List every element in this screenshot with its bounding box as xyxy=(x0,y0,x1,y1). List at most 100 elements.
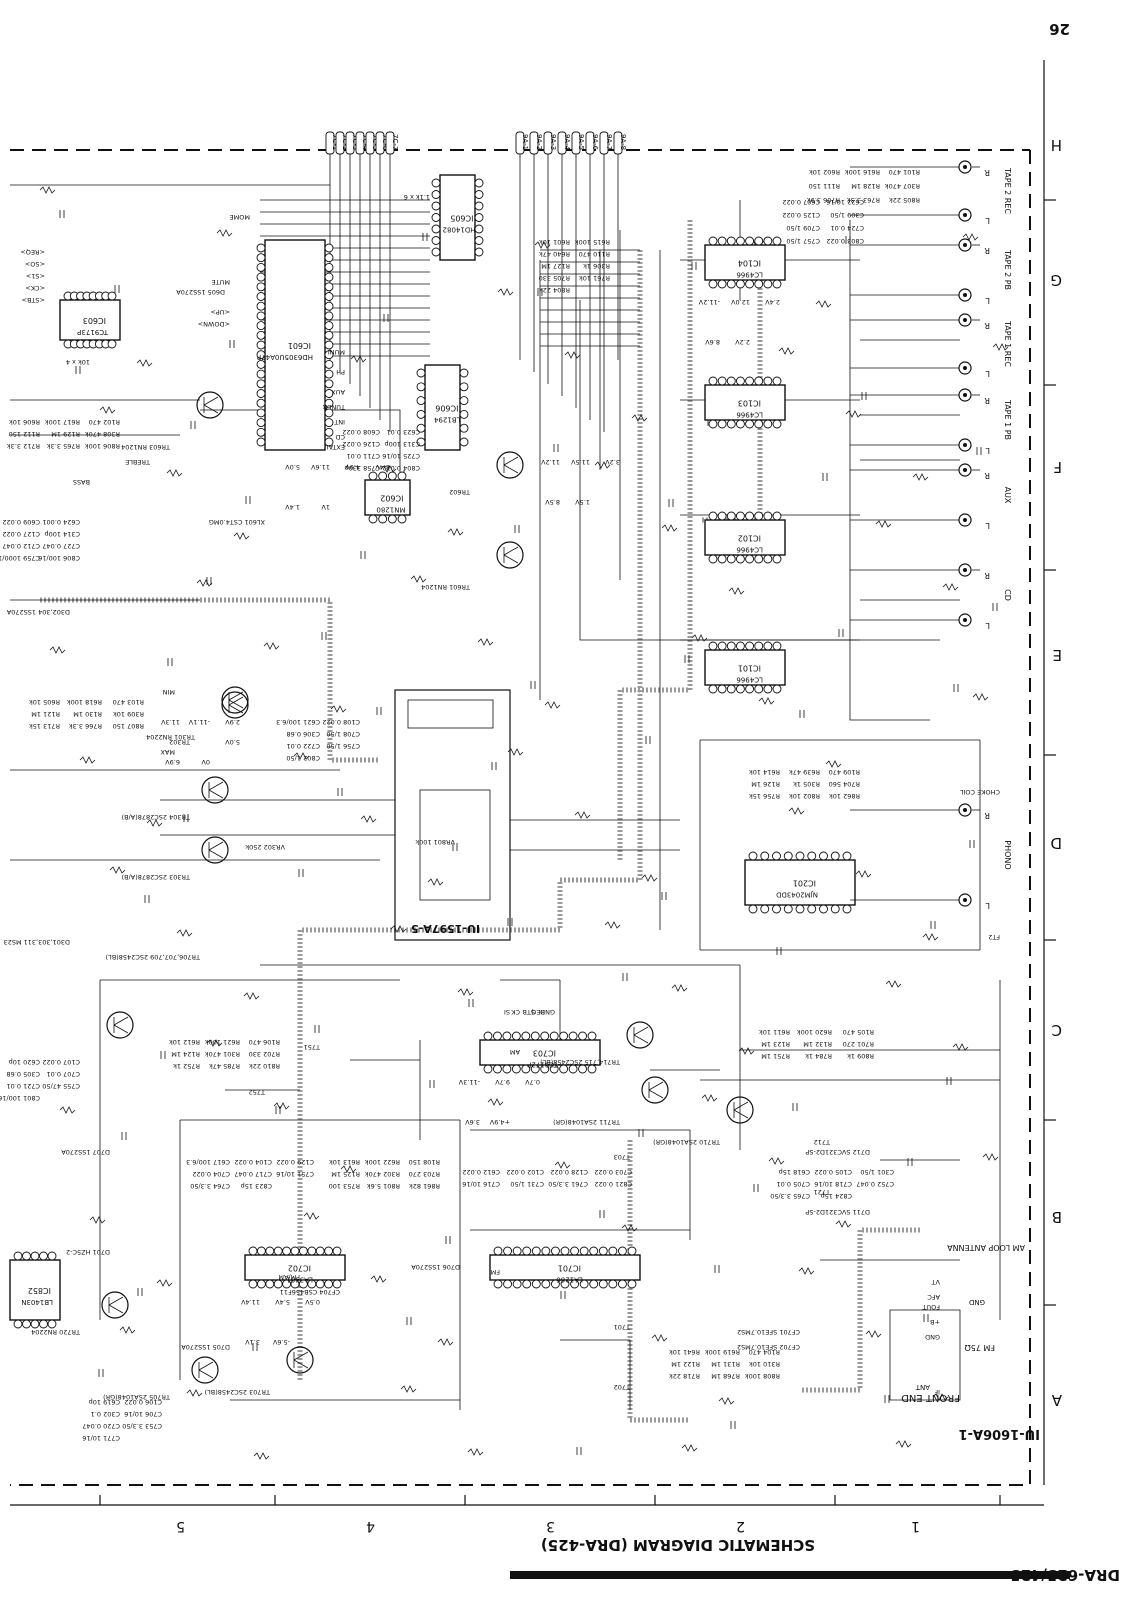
sub-board-outline xyxy=(394,689,511,941)
ic-pin xyxy=(726,279,736,289)
ic-pin xyxy=(819,851,828,861)
component-label-group: C755 47/50 xyxy=(42,1082,80,1090)
component-label-group: STB xyxy=(522,1008,535,1016)
ic-pin xyxy=(256,389,266,398)
component-label-group: <STB> xyxy=(22,296,45,304)
component-label-group: R128 1M xyxy=(851,182,880,190)
ic-pin xyxy=(324,1246,334,1256)
component-label: C711 0.01 xyxy=(347,452,380,460)
component-label: R761 10k xyxy=(579,274,610,282)
ic-pin xyxy=(511,1064,521,1074)
capacitor-symbol xyxy=(553,444,559,452)
component-label-group: C716 10/16 xyxy=(462,1180,500,1188)
component-label-group: C720 0.047 xyxy=(82,1422,120,1430)
resistor-symbol xyxy=(380,465,397,473)
resistor-symbol xyxy=(196,579,213,587)
ic-name: IC201 xyxy=(793,879,816,888)
component-label: 1.1k x 6 xyxy=(404,193,430,201)
transistor-leads xyxy=(208,841,224,859)
rca-jack-center xyxy=(963,165,967,169)
component-label-group: C127 0.022 xyxy=(2,530,40,538)
component-label: R713 15k xyxy=(29,722,60,730)
component-label: 9.7V xyxy=(495,1078,510,1086)
resistor-symbol xyxy=(350,355,367,363)
component-label: C765 3.3/50 xyxy=(770,1192,810,1200)
antenna-gnd-group: GND xyxy=(969,1298,985,1306)
ic-pin xyxy=(726,376,736,386)
component-label: R122 1M xyxy=(671,1360,700,1368)
rca-channel-label-group: R xyxy=(984,811,990,820)
ic-pin xyxy=(474,213,484,222)
component-label: C806 100/16 xyxy=(38,554,80,562)
resistor-symbol xyxy=(728,587,745,595)
ic-pin xyxy=(324,359,334,369)
component-label-group: C301 1/50 xyxy=(860,1168,894,1176)
component-label: <REQ> xyxy=(20,248,45,256)
component-label: C717 0.047 xyxy=(234,1170,272,1178)
component-label-group: R309 10k xyxy=(113,710,144,718)
ic-pin xyxy=(763,236,773,246)
component-label: C758 330p xyxy=(344,464,380,472)
component-label: 8.6V xyxy=(705,338,720,346)
component-label-group: R620 100k xyxy=(797,1028,832,1036)
component-label-group: MUNI xyxy=(328,348,345,356)
rca-channel-label-group: L xyxy=(985,521,990,530)
ic-part: HD14082 xyxy=(443,226,476,234)
capacitor-symbol xyxy=(114,285,120,293)
resistor-symbol xyxy=(89,1216,106,1224)
capacitor-symbol xyxy=(799,710,805,718)
bus-label: 7C-1 xyxy=(331,134,339,150)
component-label-group: R751 1M xyxy=(761,1052,790,1060)
component-label: R718 22k xyxy=(669,1372,700,1380)
component-label: T701 xyxy=(614,1323,631,1331)
ic-pin xyxy=(763,554,773,564)
ic-name: IC702 xyxy=(288,1264,311,1273)
ic-part: LC4966 xyxy=(736,676,763,684)
ic-pin xyxy=(568,1064,578,1074)
component-label-group: D712 SVC321D2-SP xyxy=(805,1148,870,1156)
input-label: PHONO xyxy=(1003,840,1012,869)
capacitor-symbol xyxy=(422,233,428,241)
row-letter-c-group: C xyxy=(1052,1021,1062,1039)
resistor-symbol xyxy=(534,241,551,249)
component-label: MUTE xyxy=(212,278,230,286)
component-label: R121 1M xyxy=(31,710,60,718)
component-label: R641 10k xyxy=(669,1348,700,1356)
component-label-group: R718 22k xyxy=(669,1372,700,1380)
component-label: <SO> xyxy=(25,260,45,268)
ic-pin xyxy=(431,213,441,222)
component-label: MIN xyxy=(162,688,175,696)
component-label-group: T751 xyxy=(304,1043,321,1051)
component-label: TUNER xyxy=(322,403,346,411)
component-label-group: MOME xyxy=(230,213,250,221)
column-number-2: 2 xyxy=(736,1518,745,1534)
ic-pin xyxy=(282,1246,292,1256)
ic-pin xyxy=(298,1246,308,1256)
rca-jack-center xyxy=(963,293,967,297)
ic-part-group: TC9172P xyxy=(527,1061,559,1069)
ic-pin xyxy=(735,511,745,521)
component-label: C102 0.022 xyxy=(506,1168,544,1176)
component-label: VR801 100k xyxy=(415,838,455,846)
component-label: R621 100k xyxy=(205,1038,240,1046)
resistor-symbol xyxy=(330,705,347,713)
ic-ic605 xyxy=(439,174,476,261)
model-name: DRA-625/425 xyxy=(1010,1566,1120,1584)
ic-pin xyxy=(760,904,770,914)
column-number-3-group: 3 xyxy=(546,1518,555,1534)
ic-pin xyxy=(568,1031,578,1041)
ic-ic104 xyxy=(704,244,786,281)
component-label-group: +4.9V xyxy=(489,1118,510,1126)
ic-part-group: LC4966 xyxy=(736,676,763,684)
main-board-outline xyxy=(10,150,1031,1486)
ic-pin xyxy=(783,851,793,861)
component-label: 6.9V xyxy=(165,758,180,766)
ic-pin xyxy=(324,369,334,379)
resistor-symbol xyxy=(972,693,989,701)
rca-channel-label-group: R xyxy=(984,471,990,480)
component-label-group: R121 1M xyxy=(31,710,60,718)
ic-pin xyxy=(754,376,764,386)
ic-pin xyxy=(735,554,745,564)
ic-pin xyxy=(431,190,441,199)
resistor-symbol xyxy=(912,473,929,481)
